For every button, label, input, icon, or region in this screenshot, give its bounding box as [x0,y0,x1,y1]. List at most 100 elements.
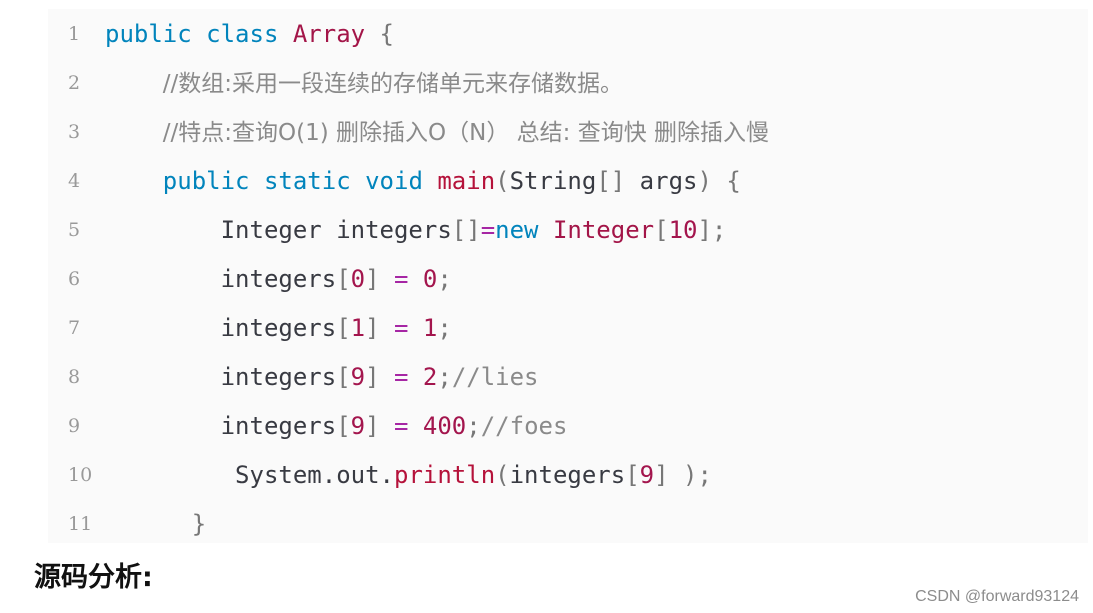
code-token: //lies [451,363,539,391]
code-token: ] [365,265,380,293]
code-line: 3 //特点:查询O(1) 删除插入O（N） 总结: 查询快 删除插入慢 [48,108,1088,157]
code-line: 11 } [48,500,1088,549]
code-token: ] [365,314,380,342]
code-token: [ [654,216,669,244]
indent [105,167,163,195]
line-code: integers[9] = 400;//foes [105,402,568,451]
code-token: [] [451,216,481,244]
code-token: = [480,216,496,244]
indent [105,412,221,440]
indent [105,69,163,97]
line-number: 7 [68,317,81,339]
code-token: [ [336,363,351,391]
line-code: public static void main(String[] args) { [105,157,741,206]
code-token: ; [437,363,452,391]
code-token: ; [437,314,452,342]
code-token [250,167,264,195]
code-token: ] [365,412,380,440]
code-token [278,20,292,48]
code-token: 0 [350,265,366,293]
code-token: [ [336,314,351,342]
code-token: static [263,167,351,195]
code-token: //foes [480,412,568,440]
line-code: //数组:采用一段连续的存储单元来存储数据。 [105,59,623,109]
code-line: 4 public static void main(String[] args)… [48,157,1088,206]
code-line: 7 integers[1] = 1; [48,304,1088,353]
line-number: 1 [68,23,81,45]
code-line: 10 System.out.println(integers[9] ); [48,451,1088,500]
line-code: } [105,500,206,549]
code-token: Array [292,20,366,48]
code-token: public [162,167,250,195]
code-token: integers [220,265,337,293]
line-number: 9 [68,415,81,437]
indent [105,363,221,391]
code-token: ]; [697,216,727,244]
code-line: 9 integers[9] = 400;//foes [48,402,1088,451]
line-number: 10 [68,464,93,486]
code-token: 0 [422,265,438,293]
code-token: = [379,363,423,391]
code-token: 9 [639,461,655,489]
indent [105,510,192,538]
code-token: ; [466,412,481,440]
line-code: public class Array { [105,10,394,59]
line-number: 11 [68,513,93,535]
code-token: 9 [350,363,366,391]
code-token: 10 [668,216,698,244]
code-token: String [509,167,597,195]
indent [105,461,235,489]
indent [105,216,221,244]
code-token: void [365,167,423,195]
code-token: println [394,461,496,489]
code-token [423,167,437,195]
code-token: = [379,412,423,440]
line-code: integers[0] = 0; [105,255,452,304]
code-token: integers [509,461,626,489]
code-token: public [105,20,192,48]
code-token: ; [437,265,452,293]
code-token: 9 [350,412,366,440]
code-token: integers [220,363,337,391]
code-token: [ [336,265,351,293]
code-token: = [379,314,423,342]
code-token: } [191,510,207,538]
code-token: ] ); [654,461,712,489]
code-token: ) { [697,167,741,195]
code-token: 2 [422,363,438,391]
code-line: 1 public class Array { [48,10,1088,59]
code-token: 400 [422,412,467,440]
line-code: Integer integers[]=new Integer[10]; [105,206,727,255]
code-token: { [365,20,395,48]
code-token: integers [220,412,337,440]
code-token [539,216,553,244]
indent [105,314,221,342]
code-token: ( [495,461,510,489]
code-token: //特点:查询O(1) 删除插入O（N） 总结: 查询快 删除插入慢 [162,120,770,146]
indent [105,265,221,293]
line-code: integers[1] = 1; [105,304,452,353]
code-token: ] [365,363,380,391]
code-token: System.out. [235,461,394,489]
code-token: = [379,265,423,293]
indent [105,118,163,146]
code-line: 6 integers[0] = 0; [48,255,1088,304]
section-title: 源码分析: [34,562,153,593]
code-line: 8 integers[9] = 2;//lies [48,353,1088,402]
code-line: 5 Integer integers[]=new Integer[10]; [48,206,1088,255]
code-token: [ [625,461,640,489]
code-token [351,167,365,195]
code-token: Integer integers [220,216,452,244]
code-token: //数组:采用一段连续的存储单元来存储数据。 [162,71,624,97]
line-number: 6 [68,268,81,290]
code-token: args [625,167,698,195]
line-number: 3 [68,121,81,143]
code-token: Integer [552,216,655,244]
line-number: 4 [68,170,81,192]
code-line: 2 //数组:采用一段连续的存储单元来存储数据。 [48,59,1088,108]
line-number: 2 [68,72,81,94]
code-token: class [206,20,279,48]
line-code: integers[9] = 2;//lies [105,353,539,402]
line-code: //特点:查询O(1) 删除插入O（N） 总结: 查询快 删除插入慢 [105,108,769,158]
